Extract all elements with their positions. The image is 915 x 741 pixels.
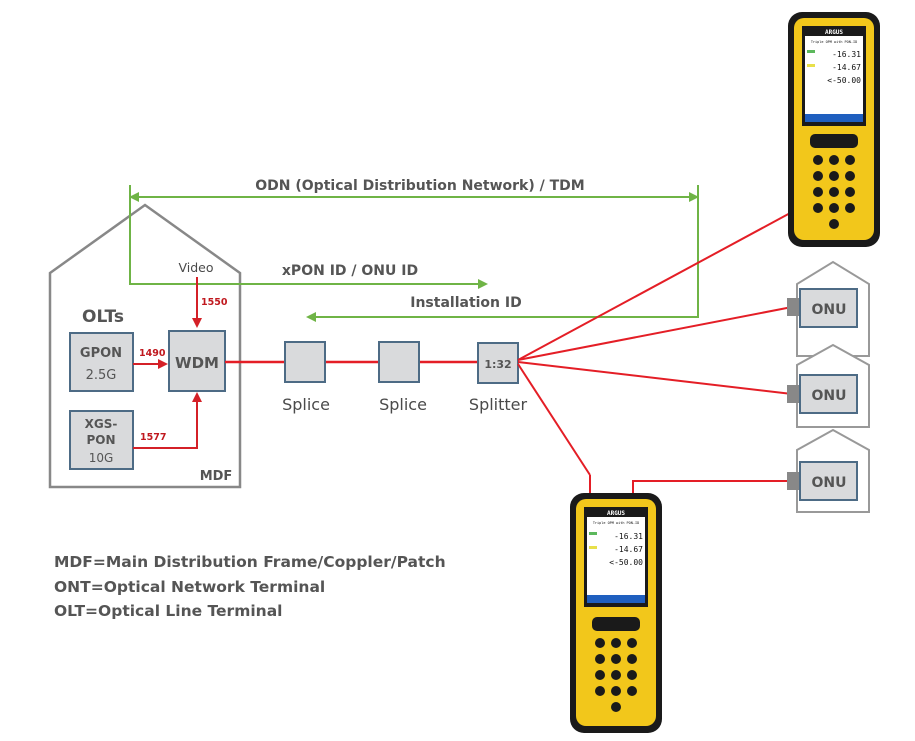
xgs-label-1: XGS-	[85, 417, 118, 431]
mdf-building	[48, 203, 242, 489]
video-label: Video	[178, 260, 213, 275]
mdf-label: MDF	[200, 469, 233, 484]
onu-1-label: ONU	[812, 302, 847, 318]
wavelength-1490: 1490	[139, 348, 166, 359]
xgs-link	[133, 392, 202, 449]
legend-mdf: MDF=Main Distribution Frame/Coppler/Patc…	[54, 553, 446, 571]
splice-1: Splice	[282, 341, 330, 414]
xpon-id-span: xPON ID / ONU ID	[130, 263, 488, 289]
tester-bottom-reading-2: -14.67	[614, 545, 643, 554]
wdm: WDM	[168, 330, 226, 392]
xgs-rate: 10G	[89, 451, 114, 465]
splitter-label: Splitter	[469, 395, 528, 414]
installation-id-span: Installation ID	[306, 295, 698, 322]
tester-bottom-reading-3: <-50.00	[609, 558, 643, 567]
odn-span: ODN (Optical Distribution Network) / TDM	[129, 178, 699, 318]
olts-label: OLTs	[82, 307, 124, 327]
xgs-label-2: PON	[86, 433, 115, 447]
tester-bottom-brand: ARGUS	[607, 510, 625, 517]
installation-id-label: Installation ID	[410, 295, 521, 311]
tester-top-reading-2: -14.67	[832, 63, 861, 72]
xgs-pon-olt: XGS- PON 10G	[69, 410, 134, 470]
wdm-label: WDM	[175, 354, 219, 372]
onu-3-label: ONU	[812, 475, 847, 491]
xpon-id-label: xPON ID / ONU ID	[282, 263, 418, 279]
onu-2-label: ONU	[812, 388, 847, 404]
tester-top-reading-1: -16.31	[832, 50, 861, 59]
onu-house-2: ONU	[787, 343, 870, 428]
legend-ont: ONT=Optical Network Terminal	[54, 578, 325, 596]
wavelength-1550: 1550	[201, 297, 228, 308]
splice-1-label: Splice	[282, 395, 330, 414]
tester-bottom-title: Triple OPM with PON-ID	[593, 521, 639, 525]
argus-tester-top: ARGUS Triple OPM with PON-ID -16.31 -14.…	[788, 12, 880, 247]
legend-olt: OLT=Optical Line Terminal	[54, 602, 282, 620]
gpon-rate: 2.5G	[86, 368, 117, 383]
gpon-label: GPON	[80, 346, 122, 361]
splitter: 1:32 Splitter	[469, 342, 528, 414]
wavelength-1577: 1577	[140, 432, 166, 443]
tester-bottom-reading-1: -16.31	[614, 532, 643, 541]
tester-top-brand: ARGUS	[825, 29, 843, 36]
argus-tester-bottom: ARGUS Triple OPM with PON-ID -16.31 -14.…	[570, 493, 662, 733]
tester-top-title: Triple OPM with PON-ID	[811, 40, 857, 44]
gpon-olt: GPON 2.5G	[69, 332, 134, 392]
drop-fibers	[517, 204, 806, 510]
splice-2-label: Splice	[379, 395, 427, 414]
onu-house-3: ONU	[787, 428, 870, 513]
onu-house-1: ONU	[787, 260, 870, 357]
splice-2: Splice	[378, 341, 427, 414]
tester-top-reading-3: <-50.00	[827, 76, 861, 85]
splitter-ratio: 1:32	[484, 358, 511, 371]
odn-label: ODN (Optical Distribution Network) / TDM	[255, 178, 584, 194]
legend: MDF=Main Distribution Frame/Coppler/Patc…	[54, 553, 446, 620]
